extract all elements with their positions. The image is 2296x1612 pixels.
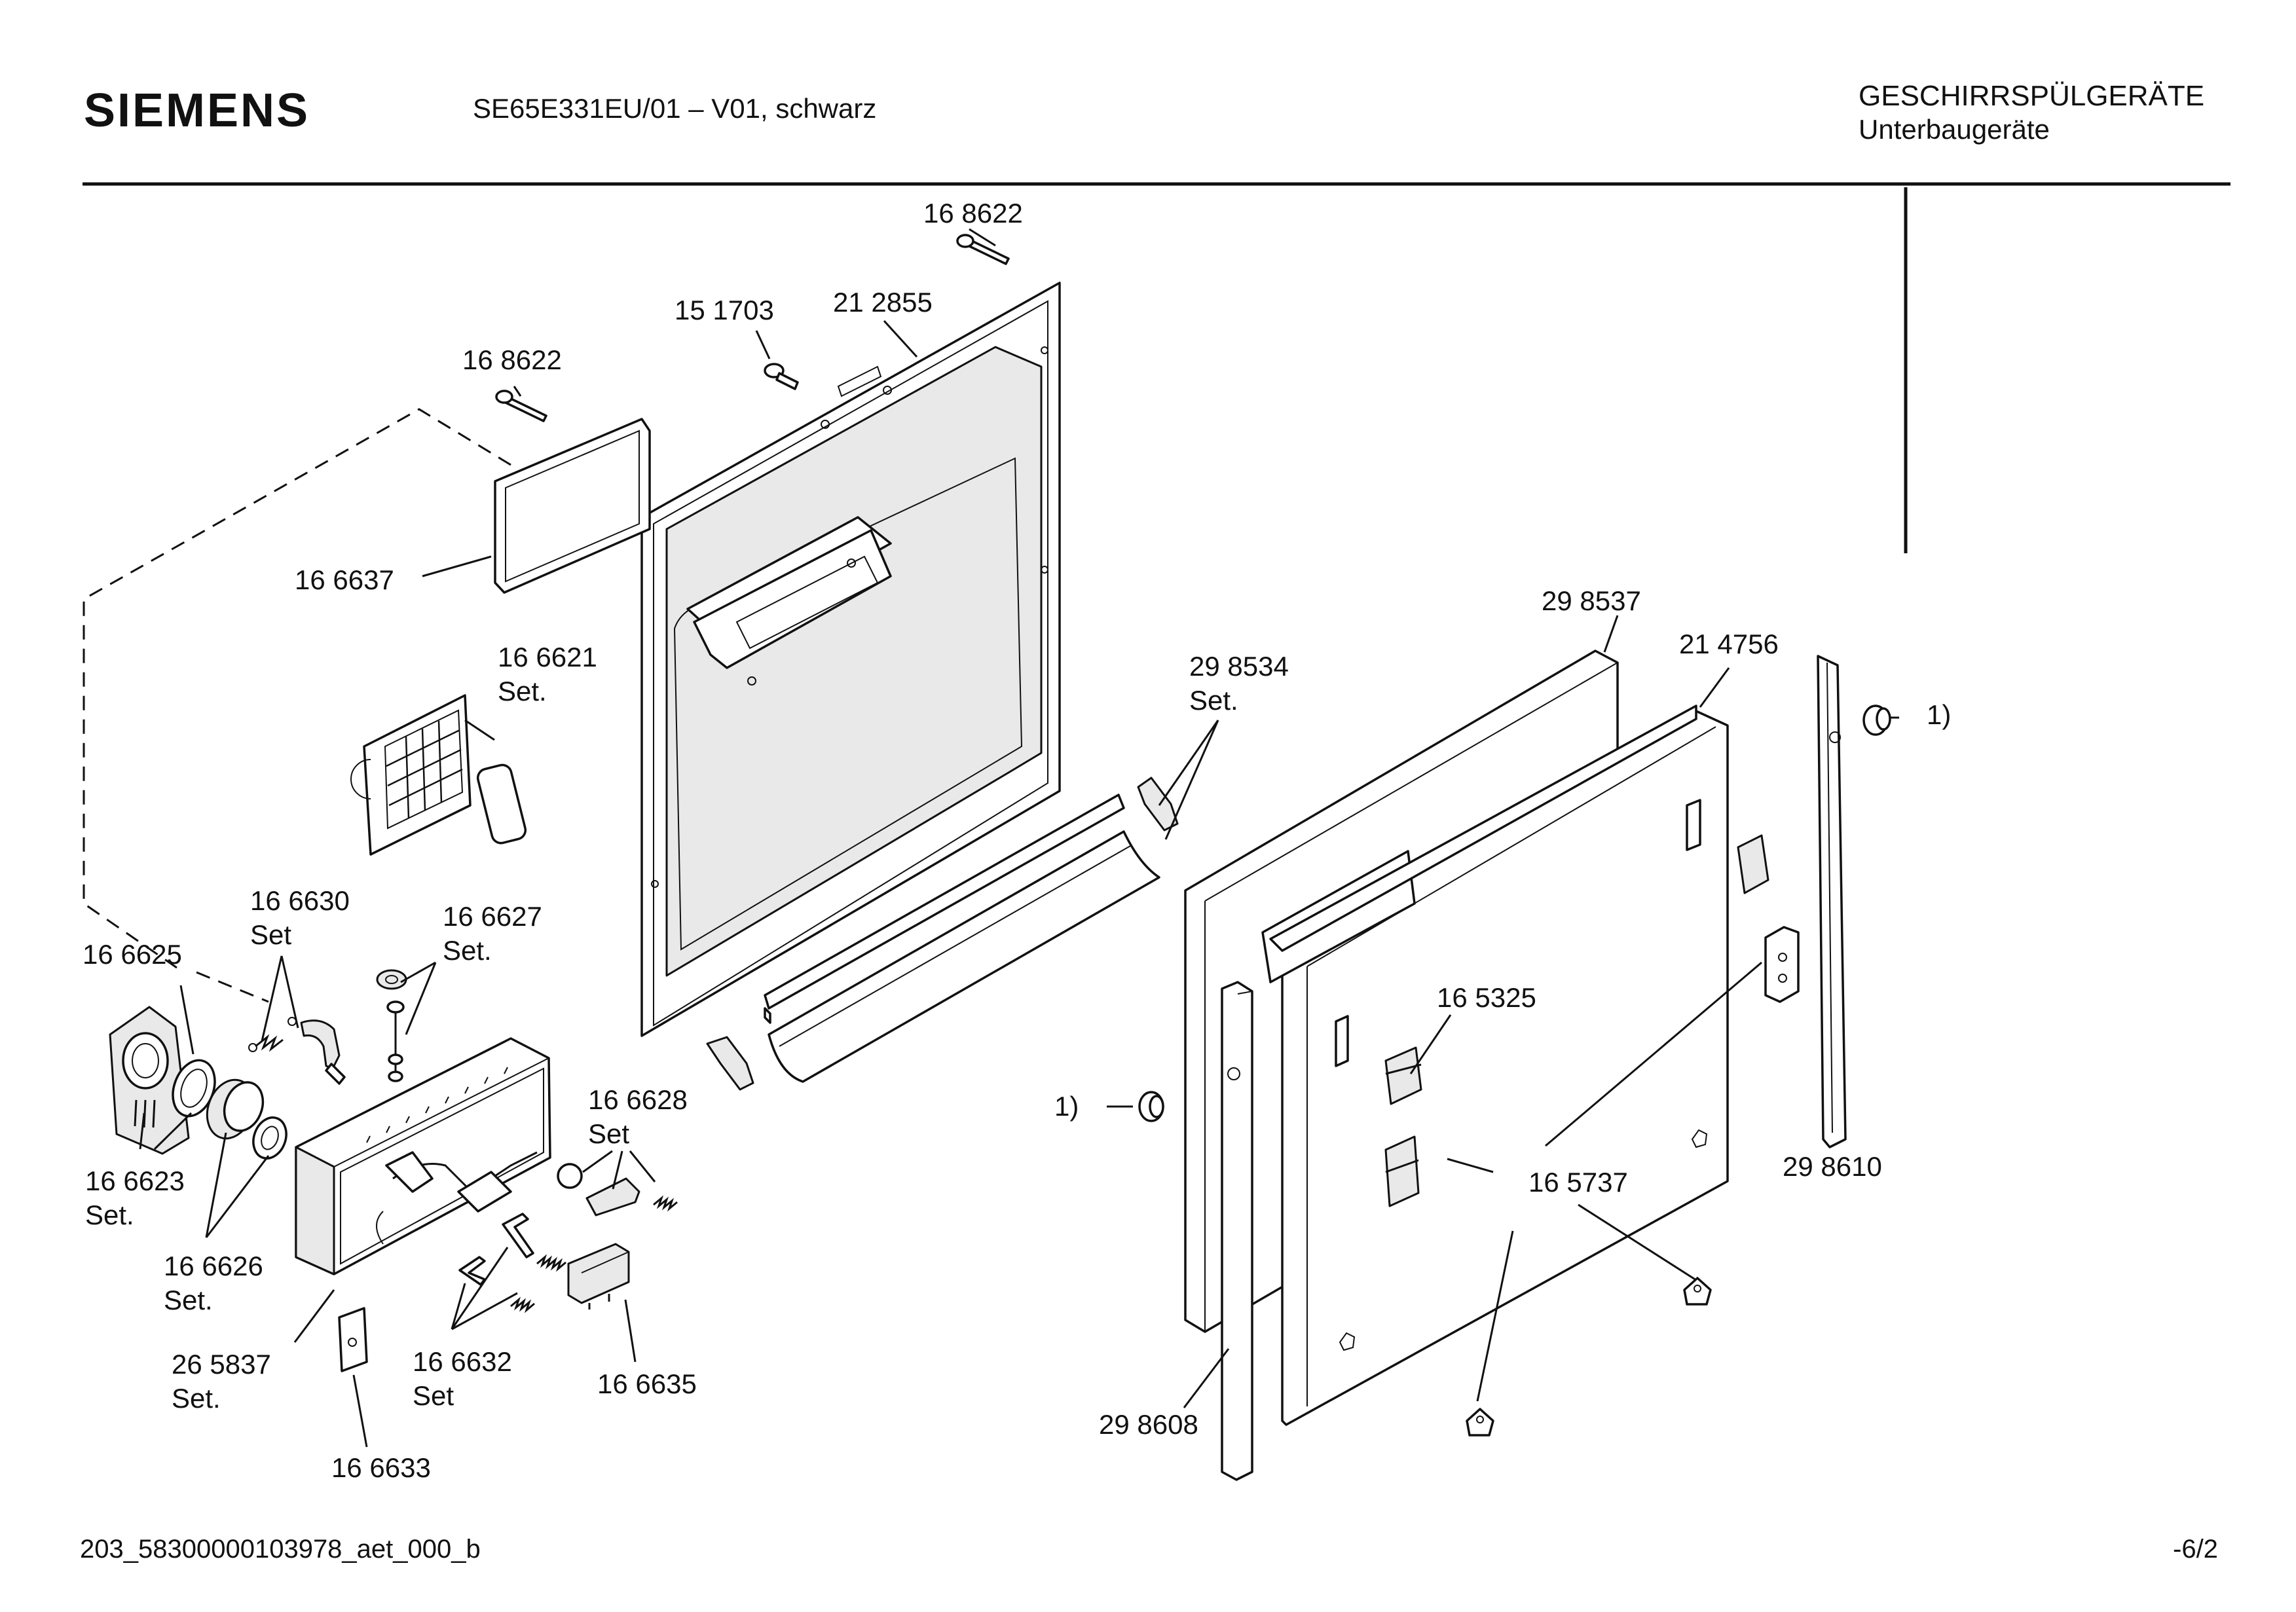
- clip-16-5737: [1384, 1135, 1420, 1207]
- inner-door-panel: [640, 282, 1061, 1037]
- label-note-left: 1): [1054, 1091, 1079, 1122]
- model-title: SE65E331EU/01 – V01, schwarz: [473, 93, 877, 124]
- bracket-upper: [1737, 834, 1769, 894]
- card-16-6633: [338, 1307, 368, 1372]
- screw-top: [956, 234, 1010, 265]
- label-212855: 21 2855: [833, 287, 933, 318]
- label-298534: 29 8534: [1189, 651, 1289, 682]
- label-151703: 15 1703: [675, 295, 774, 325]
- inner-panel-21-4756: [1261, 705, 1729, 1426]
- side-strip-29-8608: [1221, 981, 1253, 1481]
- label-166626: 16 6626: [164, 1251, 263, 1281]
- strips-29-8534: [706, 777, 1179, 1091]
- label-note-right: 1): [1927, 699, 1951, 730]
- label-168622-left: 16 8622: [462, 344, 562, 375]
- label-166623: 16 6623: [85, 1165, 185, 1196]
- label-166627: 16 6627: [443, 901, 542, 932]
- spring-16-6630: [248, 1017, 297, 1052]
- label-166630: 16 6630: [250, 885, 350, 916]
- label-166632: 16 6632: [413, 1346, 512, 1377]
- label-214756: 21 4756: [1679, 629, 1779, 659]
- label-298610: 29 8610: [1783, 1151, 1882, 1182]
- label-166635: 16 6635: [597, 1368, 697, 1399]
- frame-seal: [494, 418, 651, 594]
- label-166627-set: Set.: [443, 935, 492, 966]
- plug-right: [1862, 705, 1891, 736]
- label-166621: 16 6621: [498, 642, 597, 672]
- label-298534-set: Set.: [1189, 685, 1238, 716]
- label-166623-set: Set.: [85, 1200, 134, 1230]
- assembly-guide-line: [83, 408, 511, 969]
- category-title: GESCHIRRSPÜLGERÄTE: [1859, 80, 2205, 112]
- cap-pin-16-6627: [376, 969, 407, 1082]
- label-166637: 16 6637: [295, 564, 394, 595]
- label-298537: 29 8537: [1542, 585, 1641, 616]
- parts-16-6628: [557, 1163, 678, 1217]
- footer-page-number: -6/2: [2173, 1535, 2218, 1564]
- ring-16-6623: [172, 1059, 216, 1118]
- label-166621-set: Set.: [498, 676, 547, 706]
- foot-bracket-a: [1466, 1408, 1494, 1437]
- label-166632-set: Set: [413, 1380, 454, 1411]
- label-166626-set: Set.: [164, 1285, 213, 1315]
- label-168622-top: 16 8622: [923, 198, 1023, 229]
- label-166628: 16 6628: [588, 1084, 688, 1115]
- lever-16-6630: [300, 1019, 346, 1085]
- footer-document-code: 203_58300000103978_aet_000_b: [80, 1535, 481, 1564]
- label-265837: 26 5837: [172, 1349, 271, 1380]
- handle-housing: [109, 1006, 190, 1155]
- label-166628-set: Set: [588, 1118, 629, 1149]
- bracket-right: [1764, 926, 1800, 1003]
- assembly-guide-line-2: [196, 971, 269, 1003]
- microswitch-16-6635: [567, 1243, 630, 1310]
- knob-16-6626: [206, 1078, 287, 1160]
- clip-16-5325: [1384, 1046, 1422, 1105]
- label-265837-set: Set.: [172, 1383, 221, 1414]
- brand-logo: SIEMENS: [84, 84, 310, 137]
- screw-left: [495, 390, 547, 422]
- rail-29-8610: [1817, 655, 1847, 1148]
- label-165325: 16 5325: [1437, 982, 1536, 1013]
- label-165737: 16 5737: [1528, 1167, 1628, 1198]
- plug-left: [1138, 1091, 1164, 1122]
- leader-lines: [139, 228, 1899, 1448]
- label-166625: 16 6625: [83, 939, 182, 970]
- seal-pad: [476, 763, 527, 845]
- label-166630-set: Set: [250, 919, 291, 950]
- screw-small: [764, 363, 799, 390]
- springs-16-6632: [458, 1213, 566, 1313]
- control-module: [295, 1037, 551, 1275]
- foot-bracket-b: [1683, 1277, 1712, 1306]
- category-subtitle: Unterbaugeräte: [1859, 114, 2050, 145]
- label-298608: 29 8608: [1099, 1409, 1198, 1440]
- label-166633: 16 6633: [331, 1452, 431, 1483]
- rinse-aid-grille: [350, 694, 472, 856]
